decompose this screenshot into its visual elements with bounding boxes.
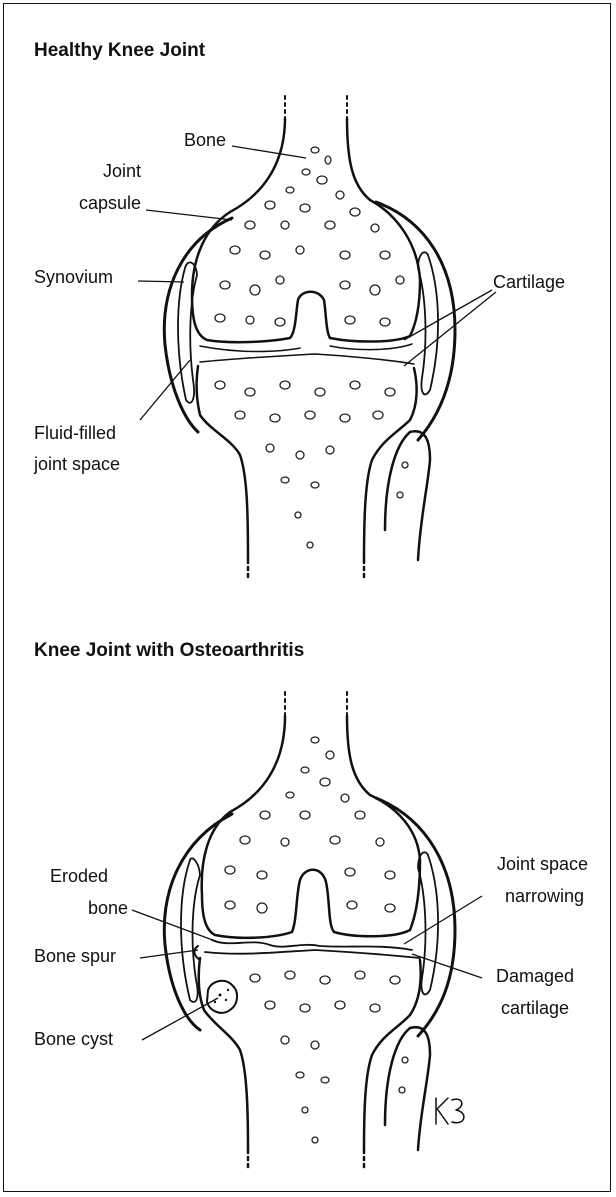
leader-joint-capsule	[146, 210, 232, 220]
osteoarthritis-knee-drawing	[164, 692, 464, 1170]
bone-texture-healthy	[215, 147, 408, 548]
synovium-right	[418, 252, 438, 394]
tibia-shaft-break	[248, 560, 364, 580]
artist-signature-mark	[436, 1098, 464, 1124]
leader-bone	[232, 146, 306, 158]
damaged-cartilage-line	[212, 940, 412, 950]
leader-joint-space-narrowing	[404, 896, 482, 944]
femur-shaft-break-oa	[285, 692, 347, 716]
leader-synovium	[138, 281, 184, 282]
tibia-healthy	[197, 366, 417, 560]
leader-eroded-bone	[132, 910, 218, 942]
joint-capsule-outer-oa-right	[376, 798, 455, 1036]
fibula-oa	[385, 1027, 430, 1150]
bone-cyst	[207, 981, 237, 1013]
healthy-knee-drawing	[164, 96, 455, 580]
tibia-plateau-oa	[205, 950, 420, 958]
synovium-oa-left	[181, 858, 200, 1002]
synovium-left	[178, 262, 197, 402]
cartilage-femur	[200, 344, 412, 352]
joint-capsule-outer-oa-left	[164, 814, 232, 1030]
fibula-healthy	[385, 431, 430, 560]
tibia-oa	[199, 958, 421, 1150]
cartilage-tibia	[200, 354, 414, 364]
femur-healthy	[192, 118, 420, 342]
femur-shaft-break	[285, 96, 347, 118]
leader-bone-spur	[140, 950, 198, 958]
tibia-shaft-break-oa	[248, 1150, 364, 1170]
